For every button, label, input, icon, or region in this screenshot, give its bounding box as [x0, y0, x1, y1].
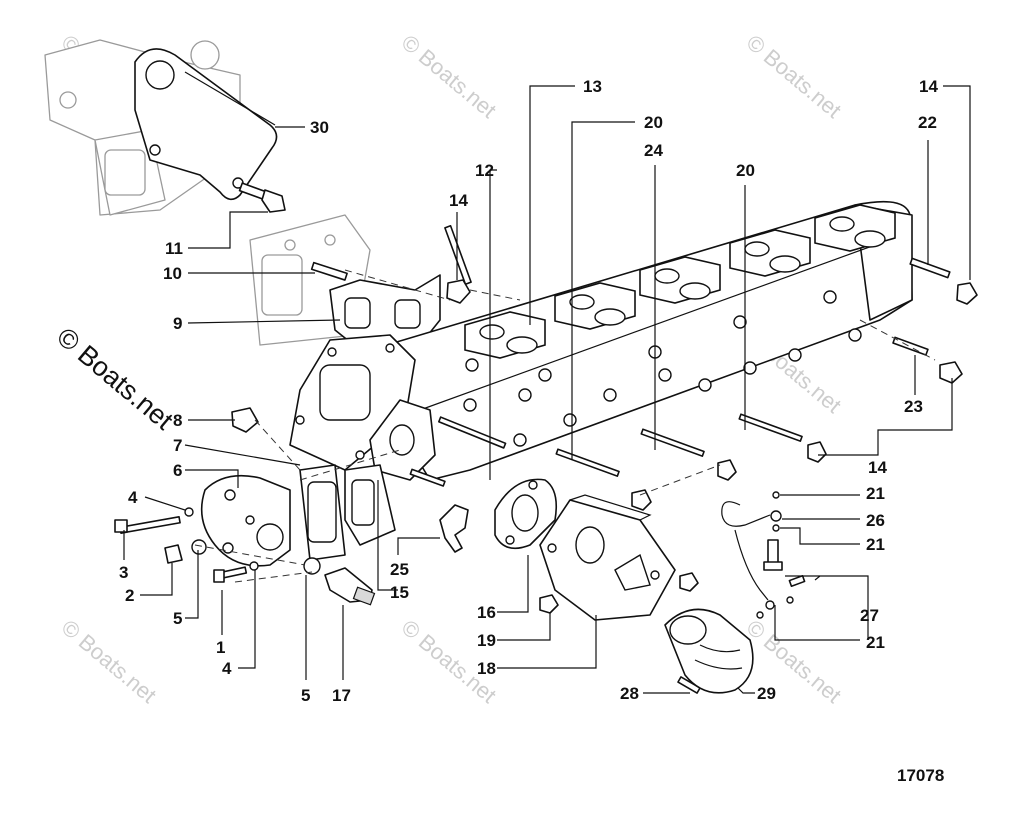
callout-23: 23	[904, 397, 923, 416]
callout-26: 26	[866, 511, 885, 530]
small-hardware	[114, 507, 321, 583]
gasket-part-7	[299, 464, 346, 561]
callout-7: 7	[173, 436, 182, 455]
gasket-part-9	[329, 274, 441, 351]
callout-28: 28	[620, 684, 639, 703]
callout-labels: 30 11 10 9 8 7 6 4 3 2 5 1 4 5 17 25 15 …	[119, 77, 944, 785]
watermark: © Boats.net	[742, 30, 846, 123]
water-tube	[721, 491, 806, 619]
alignment-lines	[194, 269, 936, 583]
callout-14-upper: 14	[449, 191, 468, 210]
callout-22: 22	[918, 113, 937, 132]
outlet-flanges	[289, 334, 436, 546]
bracket-part-30	[134, 48, 278, 201]
callout-20-left: 20	[644, 113, 663, 132]
figure-number: 17078	[897, 766, 944, 785]
callout-19: 19	[477, 631, 496, 650]
callout-14-lower: 14	[868, 458, 887, 477]
callout-8: 8	[173, 411, 182, 430]
callout-9: 9	[173, 314, 182, 333]
nuts-lower	[539, 572, 701, 694]
watermark: © Boats.net	[397, 30, 501, 123]
bolt-part-11	[238, 182, 286, 213]
callout-24: 24	[644, 141, 663, 160]
callout-20-right: 20	[736, 161, 755, 180]
gasket-part-16	[494, 478, 558, 550]
callout-21-bottom: 21	[866, 633, 885, 652]
callout-2: 2	[125, 586, 134, 605]
stud-part-10	[310, 261, 348, 281]
sensor-part-17	[324, 567, 376, 606]
callout-5-left: 5	[173, 609, 182, 628]
callout-17: 17	[332, 686, 351, 705]
watermark: © Boats.net	[57, 615, 161, 708]
callout-5-bottom: 5	[301, 686, 310, 705]
callout-3: 3	[119, 563, 128, 582]
callout-6: 6	[173, 461, 182, 480]
callout-27: 27	[860, 606, 879, 625]
callout-1: 1	[216, 638, 225, 657]
exhaust-manifold-body	[369, 200, 913, 481]
callout-29: 29	[757, 684, 776, 703]
callout-30: 30	[310, 118, 329, 137]
exhaust-elbow-part-18	[539, 494, 676, 621]
callout-16: 16	[477, 603, 496, 622]
callout-12: 12	[475, 161, 494, 180]
leader-lines	[123, 85, 971, 694]
callout-21-mid: 21	[866, 535, 885, 554]
callout-21-top: 21	[866, 484, 885, 503]
callout-18: 18	[477, 659, 496, 678]
callout-4-lower: 4	[222, 659, 232, 678]
callout-15: 15	[390, 583, 409, 602]
callout-13: 13	[583, 77, 602, 96]
fitting-part-25	[439, 504, 469, 553]
callout-14-right: 14	[919, 77, 938, 96]
callout-11: 11	[165, 239, 183, 258]
bellows-part-29	[664, 608, 754, 694]
thermostat-housing-part-6	[200, 474, 291, 567]
studs-and-nuts	[231, 224, 978, 511]
callout-25: 25	[390, 560, 409, 579]
callout-10: 10	[163, 264, 182, 283]
watermark-dark: © Boats.net	[51, 322, 179, 436]
callout-4-upper: 4	[128, 488, 138, 507]
